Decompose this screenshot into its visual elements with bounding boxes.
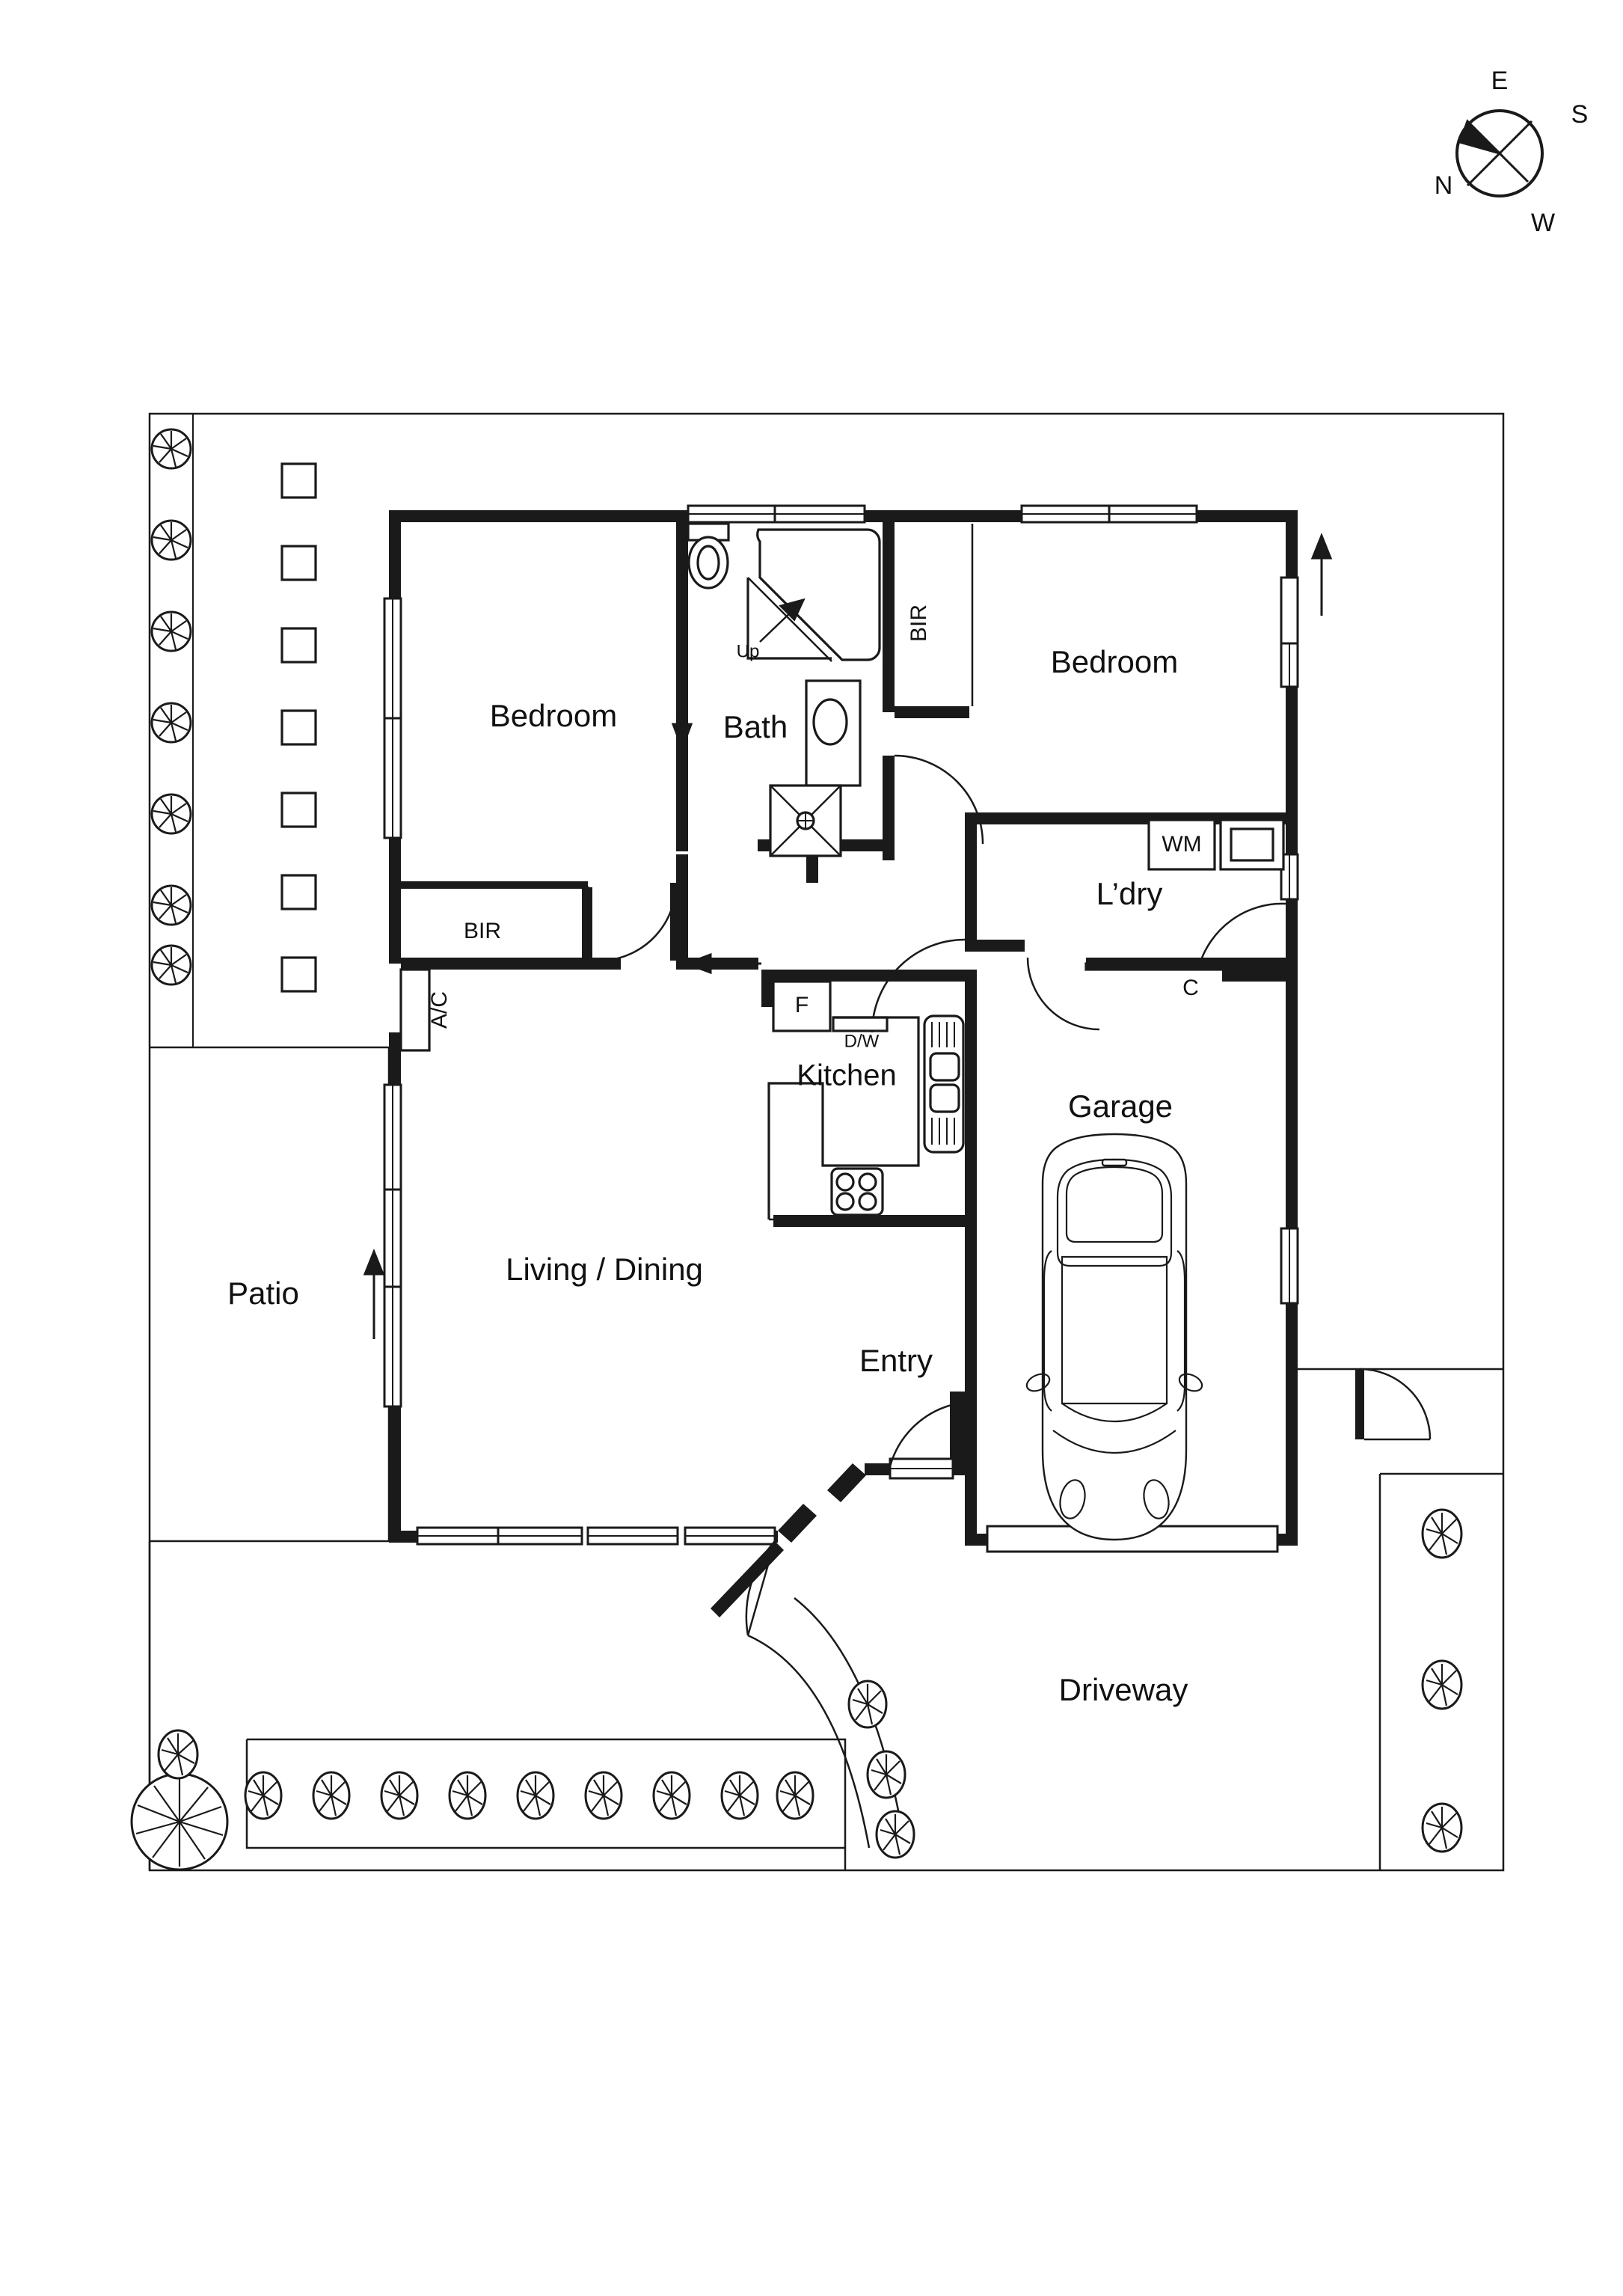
bathtub-icon: [746, 528, 881, 662]
label-dishwasher: D/W: [844, 1031, 880, 1051]
compass-label-top: E: [1491, 67, 1509, 95]
entry-sidelight: [889, 1457, 954, 1480]
compass-rose: E S W N: [1435, 67, 1589, 237]
vanity-basin-icon: [805, 679, 862, 787]
label-bath: Bath: [723, 709, 788, 744]
fixture-labels: BIR BIR A/C WM C F D/W Up: [427, 604, 1202, 1051]
label-bir-bath: BIR: [906, 604, 931, 642]
window-bedroom-rear-top: [1020, 504, 1198, 524]
label-fridge: F: [795, 993, 809, 1017]
hall-slide-arrow-1: [671, 591, 693, 752]
label-kitchen: Kitchen: [797, 1059, 896, 1092]
bir-and-ac: [399, 968, 431, 1052]
hall-slide-arrow-2: [683, 952, 761, 975]
compass-label-right: S: [1571, 100, 1589, 129]
compass-label-left: N: [1435, 171, 1453, 200]
label-garage: Garage: [1068, 1089, 1173, 1124]
room-labels: Bedroom Bath Bedroom L’dry Kitchen Livin…: [227, 644, 1188, 1707]
fridge-icon: [772, 980, 832, 1032]
compass-label-bottom: W: [1531, 209, 1555, 237]
stairs-up-arrow: [759, 598, 806, 643]
label-air-con: A/C: [427, 991, 452, 1029]
cooktop-icon: [830, 1167, 884, 1216]
label-bedroom-front: Bedroom: [490, 698, 617, 733]
window-bedroom-rear-right: [1280, 532, 1333, 688]
slider-direction-arrow: [363, 1248, 385, 1339]
kitchen-fixtures: [683, 952, 965, 1221]
window-bath: [687, 504, 866, 524]
shrubs-bottom-boundary: [244, 1771, 814, 1820]
kitchen-bench: [767, 1016, 965, 1221]
door-bath: [894, 754, 984, 845]
label-cupboard: C: [1182, 976, 1199, 1000]
washing-machine-icon: [1147, 818, 1216, 871]
gate-side-fence: [1355, 1368, 1432, 1441]
door-porch-outer: [711, 1540, 784, 1636]
label-bedroom-rear: Bedroom: [1051, 644, 1178, 679]
car-icon: [1025, 1133, 1203, 1541]
label-bir-bedroom: BIR: [464, 919, 501, 943]
laundry-trough-icon: [1219, 818, 1285, 871]
laundry-door-glass: [1280, 853, 1299, 901]
label-entry: Entry: [859, 1343, 933, 1378]
label-stairs-up: Up: [737, 641, 760, 661]
door-bedroom-front: [604, 882, 681, 962]
stepping-stone-path: [280, 462, 317, 993]
door-entry: [889, 1403, 952, 1467]
label-driveway: Driveway: [1059, 1672, 1188, 1707]
shower-icon: [769, 784, 842, 857]
sliding-door-patio: [363, 1083, 402, 1408]
shrubs-left-boundary: [150, 428, 192, 986]
label-living-dining: Living / Dining: [506, 1252, 703, 1287]
laundry-fixtures: [1084, 818, 1292, 971]
door-bedroom-rear: [871, 938, 966, 1033]
front-garden-path: [747, 1597, 915, 1859]
kitchen-sink-icon: [923, 1014, 965, 1154]
bathroom-fixtures: [671, 522, 881, 857]
dishwasher-icon: [832, 1016, 889, 1032]
interior-partitions: [401, 524, 974, 959]
label-patio: Patio: [227, 1276, 299, 1311]
toilet-icon: [687, 522, 730, 590]
large-tree-icon: [130, 1729, 229, 1871]
label-washing-machine: WM: [1162, 832, 1201, 857]
label-laundry: L’dry: [1096, 876, 1163, 911]
laundry-cupboard: [1084, 962, 1292, 971]
window-bedroom-front-left: [383, 597, 402, 839]
shrubs-right-boundary: [1421, 1508, 1463, 1853]
door-swings: [604, 754, 1432, 1636]
door-laundry-internal: [1026, 957, 1100, 1031]
door-laundry-external: [1197, 902, 1286, 967]
air-conditioner-icon: [399, 968, 431, 1052]
window-slide-arrow: [1310, 532, 1333, 616]
site-boundary: [148, 412, 1505, 1872]
windows: [363, 504, 1333, 1553]
window-garage-side: [1280, 1227, 1299, 1305]
window-living-bottom: [416, 1526, 776, 1546]
